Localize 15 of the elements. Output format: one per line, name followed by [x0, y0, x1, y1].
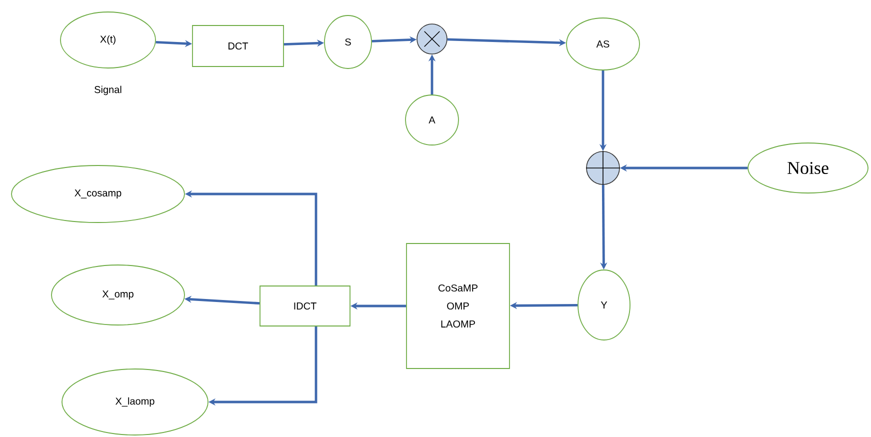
ellipse-node: S — [324, 15, 372, 69]
process-box: DCT — [192, 25, 284, 67]
ellipse-node: X_laomp — [62, 368, 208, 436]
ellipse-node: X(t) — [60, 12, 156, 68]
ellipse-node: X_cosamp — [11, 165, 185, 223]
process-box: CoSaMP OMP LAOMP — [406, 243, 510, 369]
beside-label: Signal — [94, 86, 122, 96]
ellipse-node: A — [405, 94, 459, 146]
process-box: IDCT — [260, 286, 350, 326]
adder-symbol — [586, 150, 620, 186]
ellipse-node: Y — [578, 270, 630, 340]
multiplier-symbol — [416, 24, 448, 54]
ellipse-node: Noise — [748, 142, 868, 194]
ellipse-node: AS — [566, 18, 640, 70]
ellipse-node: X_omp — [51, 264, 185, 326]
